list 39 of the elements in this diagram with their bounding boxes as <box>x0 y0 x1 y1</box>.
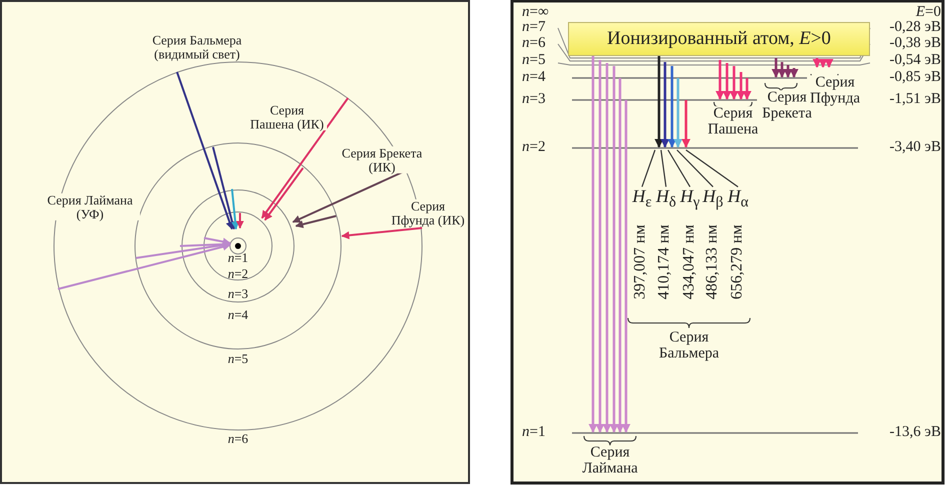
level-label: n=6 <box>522 36 546 52</box>
leader-line <box>641 150 656 188</box>
energy-value: -13,6 эВ <box>890 425 941 441</box>
leader-line <box>660 150 667 187</box>
orbit-label: n=5 <box>228 352 248 366</box>
wavelength-label: 656,279 нм <box>730 224 746 300</box>
energy-value: -0,54 эВ <box>890 53 941 69</box>
energy-value: -1,51 эВ <box>890 92 941 108</box>
level-label: n=∞ <box>522 5 549 21</box>
orbit-label: n=2 <box>228 267 248 281</box>
spectral-line-label: H$_{α}$ <box>728 186 748 212</box>
spectral-line-label: H$_{δ}$ <box>656 186 676 212</box>
level-label: n=4 <box>522 70 546 86</box>
spectral-line-label: H$_{ε}$ <box>632 186 652 212</box>
level-label: n=3 <box>522 92 546 108</box>
wavelength-label: 410,174 нм <box>656 224 674 300</box>
leader-line <box>686 150 738 188</box>
orbit-label: n=1 <box>228 251 248 265</box>
wavelength-label: 486,133 нм <box>704 224 722 300</box>
orbit-label: n=4 <box>228 308 248 322</box>
level-label: n=1 <box>522 425 546 441</box>
energy-value: -0,85 эВ <box>890 70 941 86</box>
level-label: n=2 <box>522 140 546 156</box>
energy-value: -0,28 эВ <box>890 20 941 36</box>
series-label: Серия Пфунда <box>807 75 863 107</box>
level-label: n=5 <box>522 53 546 69</box>
spectral-line-label: H$_{γ}$ <box>680 186 700 212</box>
orbit-label: n=3 <box>228 287 248 301</box>
wavelength-label: 397,007 нм <box>632 224 650 300</box>
wavelength-label: 434,047 нм <box>682 224 698 300</box>
energy-value: -3,40 эВ <box>890 140 941 156</box>
orbit-label: n=6 <box>228 432 248 446</box>
leader-line <box>676 150 714 188</box>
ionization-band: Ионизированный атом, E>0 <box>568 22 870 56</box>
energy-value: -0,38 эВ <box>890 36 941 52</box>
leader-line <box>667 150 691 188</box>
level-label: n=7 <box>522 20 546 36</box>
energy-value: E=0 <box>916 5 941 21</box>
spectral-line-label: H$_{β}$ <box>702 186 724 212</box>
